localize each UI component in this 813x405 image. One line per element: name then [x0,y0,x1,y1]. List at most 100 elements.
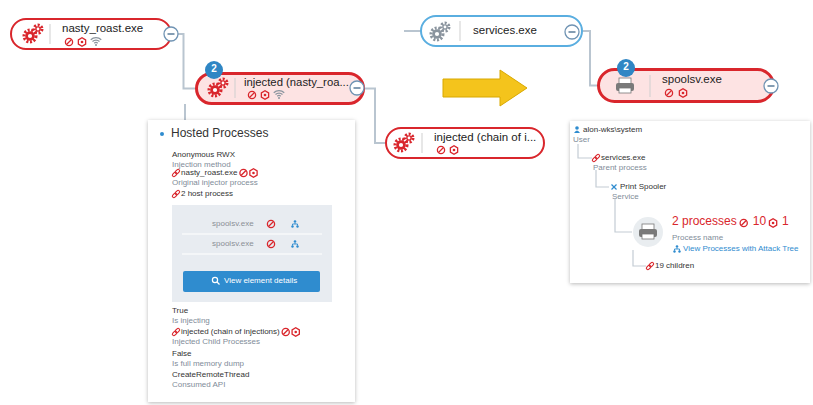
process-pill: services.exe [420,15,583,47]
tree-connector [583,31,597,86]
pl-icon [615,199,632,232]
node-text: 1 [782,215,789,229]
details-panel: alon-wks\systemUser services.exeParent pr… [570,121,810,283]
tree-connector [172,34,195,89]
node-text: spoolsv.exe [662,73,722,86]
gear-icon [24,25,42,42]
link-icon [592,154,600,162]
link-icon [646,262,654,270]
link-icon [172,328,180,336]
node-text: Consumed API [172,380,225,389]
node-text: 2 processes [672,215,737,229]
stop-icon [740,219,747,226]
node-text: 2 [205,63,223,75]
wifi-icon [274,91,285,99]
mag-icon [212,277,219,284]
printer-icon [616,78,634,93]
node-text: View element details [224,276,297,285]
link-icon [172,169,180,177]
user-icon [574,126,580,133]
node-text: nasty_roast.exe [62,22,143,35]
hex-icon [769,219,776,227]
dot-icon [160,132,164,136]
hex-icon [679,89,686,97]
node-text: Hosted Processes [171,127,268,141]
hex-icon [261,91,268,99]
minus-icon [565,25,579,39]
div-icon [422,133,423,153]
hex-icon [78,38,85,46]
node-text: View Processes with Attack Tree [683,244,798,253]
node-text: 10 [753,215,766,229]
cross-icon [612,185,617,190]
tree-icon [291,220,298,228]
stop-icon [437,146,444,153]
div-icon [650,75,651,97]
node-text: 19 children [655,261,694,270]
tree-icon [673,245,680,253]
node-text: Print Spooler [620,182,666,191]
pl-icon [596,170,609,187]
stop-icon [240,169,247,176]
action-button: View element details [183,271,320,292]
node-text: Service [612,192,639,201]
node-text: User [573,135,590,144]
stop-icon [267,220,274,227]
node-text: 2 [617,61,635,73]
minus-icon [764,79,778,93]
pl-icon [578,144,592,158]
node-text: injected (nasty_roa... [244,76,349,89]
node-text: Is injecting [172,316,210,325]
hex-icon [292,328,299,336]
node-text: nasty_roast.exe [181,168,237,177]
process-pill: 2injected (nasty_roa... [195,72,365,105]
printer-icon [633,217,663,247]
node-text: Injected Child Processes [172,337,260,346]
stop-icon [267,240,274,247]
pl-icon [182,254,322,255]
hex-icon [250,169,257,177]
details-panel: View element details spoolsv.exe spoolsv.e… [148,120,355,402]
host-list-box: View element details spoolsv.exe spoolsv.e… [172,205,332,302]
link-icon [172,190,180,198]
leader-line [184,104,186,121]
process-pill: 2spoolsv.exe [597,68,775,103]
node-text: False [172,349,192,358]
gear-icon [431,23,449,40]
process-pill: nasty_roast.exe [10,18,172,50]
leader-line [404,30,421,32]
process-pill: injected (chain of i... [385,127,545,159]
node-text: Process name [672,233,723,242]
node-text: CreateRemoteThread [172,370,249,379]
node-text: injected (chain of i... [434,131,536,144]
node-text: spoolsv.exe [212,239,254,248]
node-text: Anonymous RWX [172,150,235,159]
node-icons [570,121,810,283]
node-text: Injection method [172,160,231,169]
wifi-icon [91,38,102,46]
minus-icon [350,81,364,95]
node-text: services.exe [473,24,537,37]
node-text: injected (chain of injections) [181,327,280,336]
stop-icon [65,38,72,45]
div-icon [235,78,236,98]
hex-icon [450,146,457,154]
node-text: True [172,306,188,315]
node-text: 2 host process [181,189,233,198]
tree-connector [365,89,385,144]
node-text: services.exe [601,153,645,162]
node-text: spoolsv.exe [212,219,254,228]
pl-icon [182,234,322,235]
stop-icon [282,328,289,335]
stop-icon [248,91,255,98]
stop-icon [665,89,672,96]
count-badge: 2 [617,59,635,77]
node-text: alon-wks\system [583,125,642,134]
node-text: Original injector process [172,178,258,187]
node-text: Is full memory dump [172,359,244,368]
minus-icon [164,27,178,41]
tree-icon [291,240,298,248]
gear-icon [209,79,227,96]
node-text: Parent process [593,163,647,172]
div-icon [460,21,461,41]
